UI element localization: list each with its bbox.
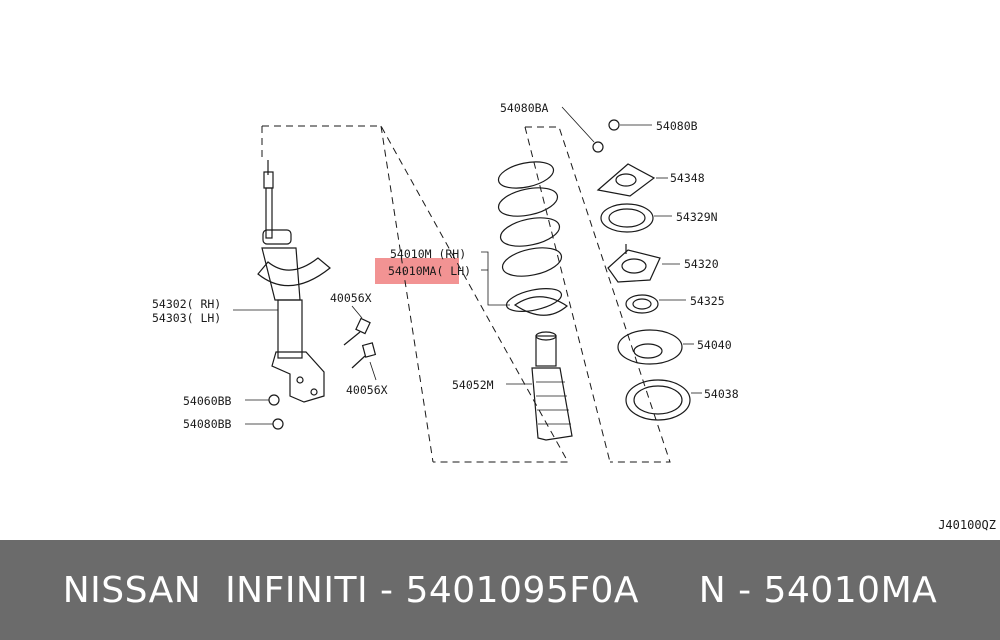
label-54080ba: 54080BA bbox=[500, 101, 549, 115]
seat-54038 bbox=[625, 379, 702, 421]
label-54303: 54303( LH) bbox=[152, 311, 221, 325]
mount-54320 bbox=[607, 244, 680, 283]
plate-54348 bbox=[596, 163, 668, 197]
spring-seat-lower bbox=[513, 296, 568, 316]
label-54010m: 54010M (RH) bbox=[390, 247, 466, 261]
nut-54080b bbox=[608, 119, 652, 131]
nut-54060bb bbox=[245, 394, 280, 406]
mount-group-frame bbox=[524, 126, 671, 463]
label-54080bb: 54080BB bbox=[183, 417, 232, 431]
part-number-banner: NISSAN INFINITI - 5401095F0A N - 54010MA bbox=[0, 540, 1000, 640]
label-54010ma: 54010MA( LH) bbox=[388, 264, 471, 278]
bearing-54325 bbox=[625, 294, 686, 314]
bolt-40056x bbox=[343, 317, 377, 369]
label-40056x-top: 40056X bbox=[330, 291, 372, 305]
label-54302: 54302( RH) bbox=[152, 297, 221, 311]
label-54329n: 54329N bbox=[676, 210, 718, 224]
label-54080b: 54080B bbox=[656, 119, 698, 133]
nut-54080ba bbox=[561, 106, 604, 153]
label-54060bb: 54060BB bbox=[183, 394, 232, 408]
strut-group-frame bbox=[261, 125, 569, 463]
label-40056x-bottom: 40056X bbox=[346, 383, 388, 397]
label-54052m: 54052M bbox=[452, 378, 494, 392]
diagram-reference-code: J40100QZ bbox=[938, 518, 996, 532]
bump-boot bbox=[506, 331, 573, 441]
coil-spring bbox=[481, 161, 563, 312]
label-54325: 54325 bbox=[690, 294, 725, 308]
parts-diagram: 54080BA 54080B 54348 54329N 54320 54325 … bbox=[152, 101, 739, 463]
highlight-box bbox=[375, 258, 459, 284]
strut-assembly bbox=[257, 160, 331, 403]
label-54320: 54320 bbox=[684, 257, 719, 271]
seat-54040 bbox=[617, 329, 694, 365]
nut-54080bb bbox=[245, 418, 284, 430]
label-54348: 54348 bbox=[670, 171, 705, 185]
part-number-text: NISSAN INFINITI - 5401095F0A N - 54010MA bbox=[62, 569, 938, 611]
label-54038: 54038 bbox=[704, 387, 739, 401]
label-54040: 54040 bbox=[697, 338, 732, 352]
insulator-54329n bbox=[600, 203, 672, 233]
